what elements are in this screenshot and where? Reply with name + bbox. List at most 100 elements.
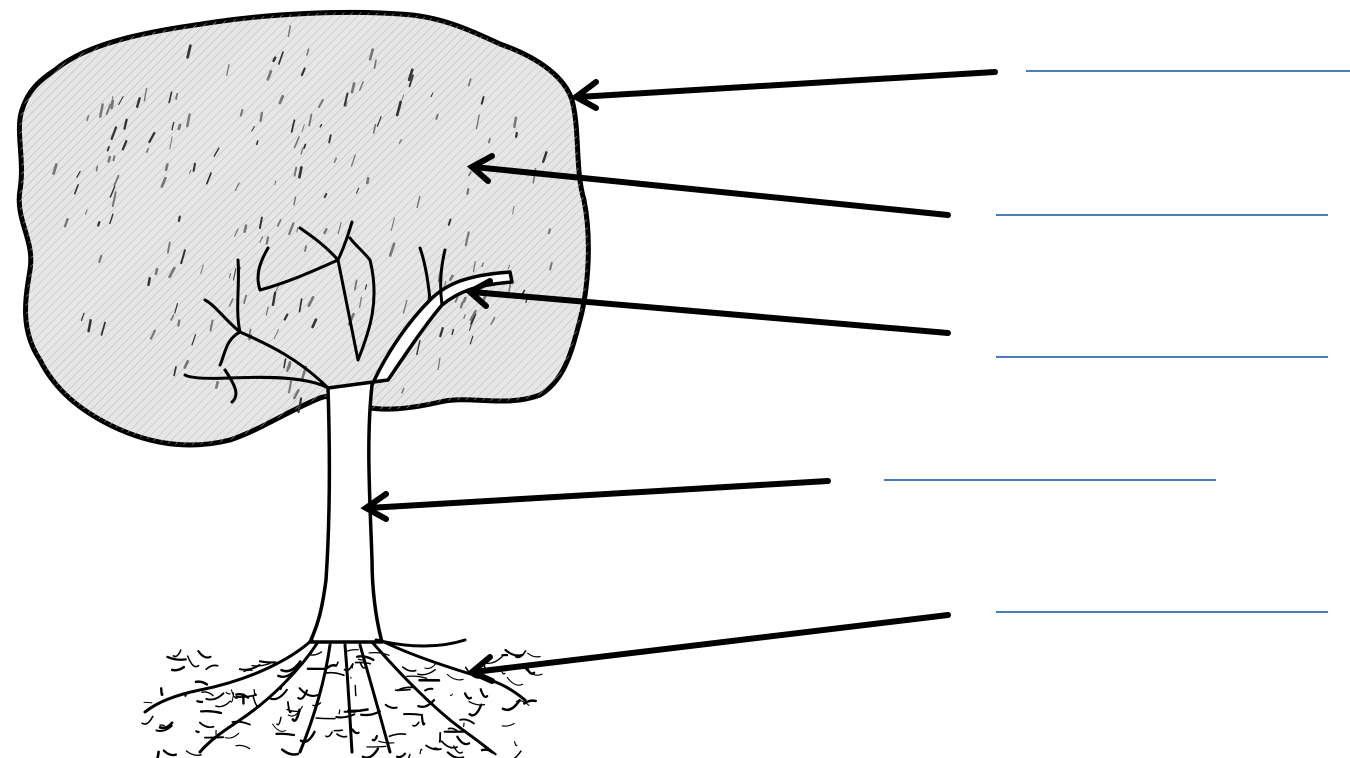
- root-strand: [260, 661, 275, 662]
- leaf-mark: [178, 321, 179, 326]
- root-strand: [403, 667, 416, 671]
- root-strand: [425, 664, 436, 669]
- root-strand: [515, 742, 517, 746]
- root-strand: [339, 710, 340, 714]
- root-strand: [469, 702, 484, 705]
- root-strand: [226, 692, 230, 694]
- root-strand: [407, 676, 427, 678]
- root-strand: [206, 693, 223, 699]
- root-strand: [361, 712, 380, 716]
- root-strand: [447, 674, 463, 679]
- arrow-crown: [576, 72, 995, 108]
- leaf-mark: [304, 145, 305, 148]
- arrow-roots: [472, 615, 948, 681]
- leaf-mark: [274, 58, 276, 61]
- root-strand: [386, 705, 397, 708]
- root-strand: [369, 653, 389, 656]
- root-strand: [464, 723, 465, 726]
- root-strand: [198, 651, 210, 657]
- root-strand: [366, 663, 371, 664]
- root-strand: [316, 718, 335, 719]
- root-strand: [167, 657, 185, 660]
- root-strand: [503, 751, 521, 758]
- root-strand: [457, 737, 469, 744]
- root-strand: [460, 719, 474, 723]
- root-strand: [156, 752, 159, 758]
- leaf-mark: [257, 141, 258, 144]
- leaf-mark: [464, 298, 466, 302]
- root-strand: [502, 724, 514, 727]
- root-strand: [396, 690, 411, 691]
- root-strand: [373, 736, 377, 740]
- leaf-mark: [346, 102, 347, 106]
- leaf-mark: [450, 276, 452, 280]
- root-strand: [276, 734, 294, 735]
- root-strand: [326, 732, 332, 737]
- root-strand: [450, 694, 452, 695]
- root-strand: [404, 714, 422, 715]
- root-strand: [201, 711, 221, 713]
- answer-line-roots[interactable]: [996, 587, 1328, 613]
- root-strand: [367, 746, 386, 747]
- root-strand: [434, 748, 438, 749]
- leaf-mark: [149, 278, 150, 285]
- leaf-mark: [489, 139, 490, 143]
- root-strand: [422, 717, 424, 725]
- leaf-mark: [194, 164, 195, 171]
- leaf-mark: [179, 125, 180, 129]
- arrow-trunk: [366, 481, 828, 519]
- leaf-mark: [147, 149, 148, 152]
- leaf-mark: [216, 382, 217, 387]
- root-strand: [225, 733, 239, 738]
- leaf-mark: [514, 118, 516, 127]
- leaf-mark: [156, 269, 157, 274]
- root-strand: [482, 750, 496, 755]
- root-strand: [418, 670, 435, 675]
- answer-line-trunk[interactable]: [884, 455, 1216, 481]
- leaf-mark: [114, 156, 115, 160]
- root-strand: [252, 664, 270, 666]
- root-strand: [470, 705, 482, 716]
- root-strand: [440, 733, 441, 742]
- leaf-mark: [97, 166, 98, 171]
- root-strand: [326, 673, 344, 676]
- root-strand: [164, 751, 176, 756]
- root-strand: [273, 724, 286, 731]
- root-strand: [397, 754, 405, 757]
- leaf-mark: [112, 101, 113, 108]
- root-strand: [465, 693, 471, 698]
- root-strand: [240, 665, 260, 670]
- leaf-mark: [108, 147, 109, 151]
- root-strand: [516, 651, 526, 657]
- leaf-mark: [516, 133, 517, 137]
- root-strand: [360, 645, 390, 752]
- root-strand: [216, 701, 230, 706]
- root-strand: [144, 702, 152, 703]
- leaf-mark: [467, 189, 468, 194]
- leaf-mark: [305, 246, 306, 251]
- root-strand: [282, 750, 298, 755]
- leaf-mark: [436, 115, 438, 119]
- root-strand: [358, 659, 364, 660]
- root-strand: [389, 734, 405, 736]
- tree-roots: [142, 640, 542, 758]
- root-strand: [363, 749, 378, 758]
- root-strand: [420, 749, 422, 753]
- root-strand: [142, 716, 153, 724]
- root-strand: [425, 689, 432, 691]
- leaf-mark: [549, 229, 550, 233]
- leaf-mark: [245, 226, 246, 232]
- root-strand: [202, 692, 213, 696]
- root-strand: [160, 725, 164, 726]
- root-strand: [481, 689, 488, 697]
- root-strand: [348, 710, 367, 711]
- leaf-mark: [109, 157, 110, 161]
- root-strand: [200, 723, 214, 728]
- answer-line-crown[interactable]: [1026, 46, 1350, 72]
- answer-line-leaves[interactable]: [996, 190, 1328, 216]
- root-strand: [197, 701, 202, 702]
- root-strand: [254, 690, 255, 695]
- root-strand: [188, 656, 199, 667]
- answer-line-branches[interactable]: [996, 332, 1328, 358]
